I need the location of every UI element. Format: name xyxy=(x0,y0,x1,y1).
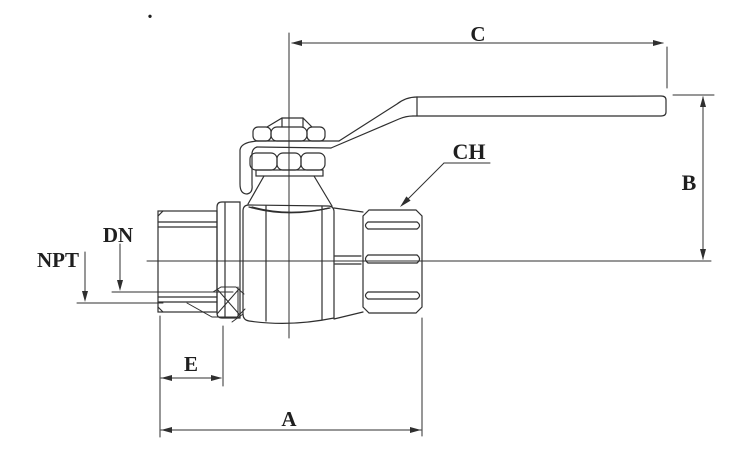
hex-facet-groove xyxy=(364,291,421,300)
hex-nut-outline xyxy=(362,209,423,314)
dim-A xyxy=(159,315,423,438)
dim-C-arrow-left xyxy=(291,40,302,46)
label-c: C xyxy=(470,22,485,46)
leader-DN xyxy=(111,243,234,293)
body-outline xyxy=(242,204,335,324)
dim-C-arrow-right xyxy=(653,40,664,46)
handle-arm-bottom xyxy=(330,115,414,149)
top-nut-facet xyxy=(306,126,326,142)
label-ch: CH xyxy=(453,139,486,164)
dim-C xyxy=(291,40,668,89)
handle-locking-tab xyxy=(239,140,259,195)
seat-top-line xyxy=(162,286,245,295)
top-nut-facet xyxy=(252,126,272,142)
dim-E-arrow-left xyxy=(161,375,172,381)
chamfer-line xyxy=(157,210,164,217)
label-dn: DN xyxy=(103,223,133,247)
leader-CH-arrow xyxy=(400,196,411,207)
label-b: B xyxy=(682,170,697,195)
lower-nut-facet xyxy=(300,152,326,171)
leader-NPT xyxy=(76,251,164,304)
body-nut-shoulder-bottom xyxy=(333,311,364,320)
dim-E-arrow-right xyxy=(211,375,222,381)
leader-NPT-arrow xyxy=(82,291,88,302)
leader-CH-stem xyxy=(403,162,445,204)
handle-arm-top xyxy=(338,96,418,142)
valve-body xyxy=(242,204,364,324)
label-a: A xyxy=(281,407,297,431)
hex-facet-groove xyxy=(364,221,421,230)
leader-DN-arrow xyxy=(117,280,123,291)
gland-plate xyxy=(255,169,324,177)
handle-grip-bar xyxy=(412,95,667,117)
seat-chamfer-line xyxy=(231,313,244,323)
female-hex-end xyxy=(362,209,423,314)
dim-E xyxy=(160,325,224,387)
dim-B xyxy=(672,94,715,260)
chamfer-line xyxy=(157,306,164,313)
bonnet-stack xyxy=(247,117,333,213)
handle xyxy=(239,95,667,195)
dim-A-arrow-right xyxy=(410,427,421,433)
stem-top xyxy=(266,117,313,128)
dim-B-arrow-top xyxy=(700,96,706,107)
collar-outline xyxy=(216,201,241,319)
lower-nut-facet xyxy=(249,152,278,171)
hex-facet-groove xyxy=(364,254,421,264)
dim-B-arrow-bottom xyxy=(700,249,706,260)
seat-pocket-line xyxy=(186,302,246,318)
stray-dot: . xyxy=(147,0,152,23)
neck-base-arc xyxy=(251,206,331,213)
leader-CH xyxy=(400,162,491,207)
neck-shoulder xyxy=(313,175,333,207)
dim-A-arrow-left xyxy=(161,427,172,433)
neck-shoulder xyxy=(247,175,265,205)
handle-plate-bottom xyxy=(256,146,332,149)
seat-cross-line xyxy=(216,288,240,315)
body-nut-shoulder-top xyxy=(333,207,364,213)
centerlines xyxy=(146,32,712,339)
label-npt: NPT xyxy=(37,248,79,272)
label-e: E xyxy=(184,352,198,376)
